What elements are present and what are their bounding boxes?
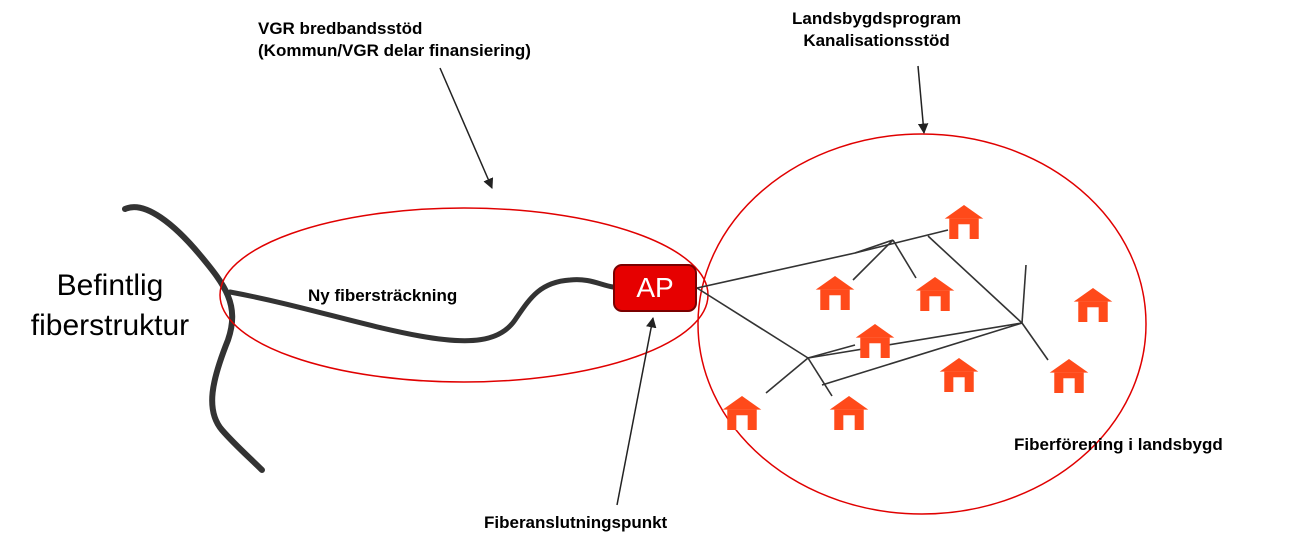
house-icon [855, 324, 895, 358]
new-fiber-line [227, 277, 616, 344]
ap-node: AP [613, 264, 697, 312]
house-icon [944, 205, 984, 239]
landsbygd-area-circle [697, 133, 1147, 515]
befintlig-line1: Befintlig [56, 269, 164, 302]
house-icon [722, 396, 762, 430]
arrow-vgr [439, 67, 494, 189]
house-icon [829, 396, 869, 430]
arrow-landsbygd [917, 65, 929, 135]
existing-fiber-line [122, 204, 265, 473]
landsbygd-subtitle: Kanalisationsstöd [803, 31, 950, 50]
house-icon [815, 276, 855, 310]
house-icon [1049, 359, 1089, 393]
befintlig-line2: fiberstruktur [30, 309, 190, 342]
houses [722, 205, 1113, 430]
house-icon [915, 277, 955, 311]
fiberforening-label: Fiberförening i landsbygd [1014, 435, 1223, 454]
fiberanslutningspunkt-label: Fiberanslutningspunkt [484, 513, 668, 532]
ny-fiberstrackning-label: Ny fibersträckning [308, 286, 458, 305]
house-icon [1073, 288, 1113, 322]
distribution-network [696, 229, 1049, 397]
landsbygd-title: Landsbygdsprogram [792, 9, 962, 28]
vgr-title: VGR bredbandsstöd [258, 19, 423, 38]
house-icon [939, 358, 979, 392]
befintlig-label: Befintlig fiberstruktur [14, 266, 206, 346]
landsbygd-label: Landsbygdsprogram Kanalisationsstöd [792, 8, 961, 52]
vgr-subtitle: (Kommun/VGR delar finansiering) [258, 41, 531, 60]
vgr-label: VGR bredbandsstöd (Kommun/VGR delar fina… [258, 18, 531, 62]
arrow-ap [616, 316, 657, 506]
